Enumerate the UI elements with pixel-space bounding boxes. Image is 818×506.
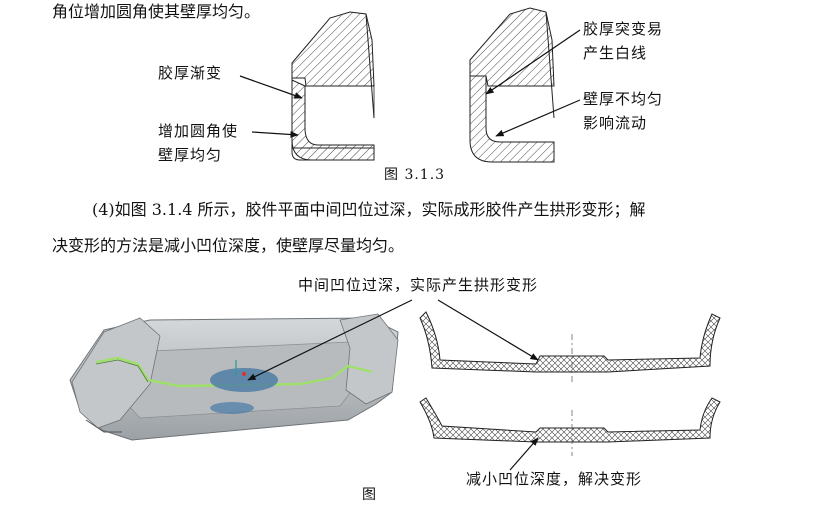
caption-figure-bottom: 图	[362, 487, 377, 503]
caption-figure-3-1-3: 图 3.1.3	[384, 167, 446, 183]
part-3d-render	[69, 313, 399, 441]
section-reduced-recess	[419, 397, 721, 456]
label-sudden-thickness-line2: 产生白线	[583, 44, 648, 62]
label-deep-recess: 中间凹位过深，实际产生拱形变形	[298, 276, 539, 294]
section-sudden-thickness	[469, 7, 555, 163]
section-deep-recess	[419, 311, 721, 384]
label-add-fillet-line1: 增加圆角使	[158, 122, 239, 140]
paragraph-line-1: (4)如图 3.1.4 所示，胶件平面中间凹位过深，实际成形胶件产生拱形变形；解	[92, 200, 646, 219]
label-reduce-recess: 减小凹位深度，解决变形	[466, 470, 643, 488]
pointers-bottom	[247, 299, 539, 471]
label-uneven-wall-line2: 影响流动	[583, 114, 648, 132]
label-uneven-wall-line1: 壁厚不均匀	[583, 90, 664, 108]
label-gradual-thickness: 胶厚渐变	[158, 64, 223, 82]
pointers-313	[239, 29, 581, 138]
section-gradual-thickness	[291, 11, 375, 161]
recess-dimple	[210, 368, 278, 392]
label-sudden-thickness-line1: 胶厚突变易	[583, 20, 664, 38]
text-line-top: 角位增加圆角使其壁厚均匀。	[52, 2, 261, 21]
label-add-fillet-line2: 壁厚均匀	[158, 146, 223, 164]
paragraph-line-2: 决变形的方法是减小凹位深度，使壁厚尽量均匀。	[52, 236, 405, 255]
